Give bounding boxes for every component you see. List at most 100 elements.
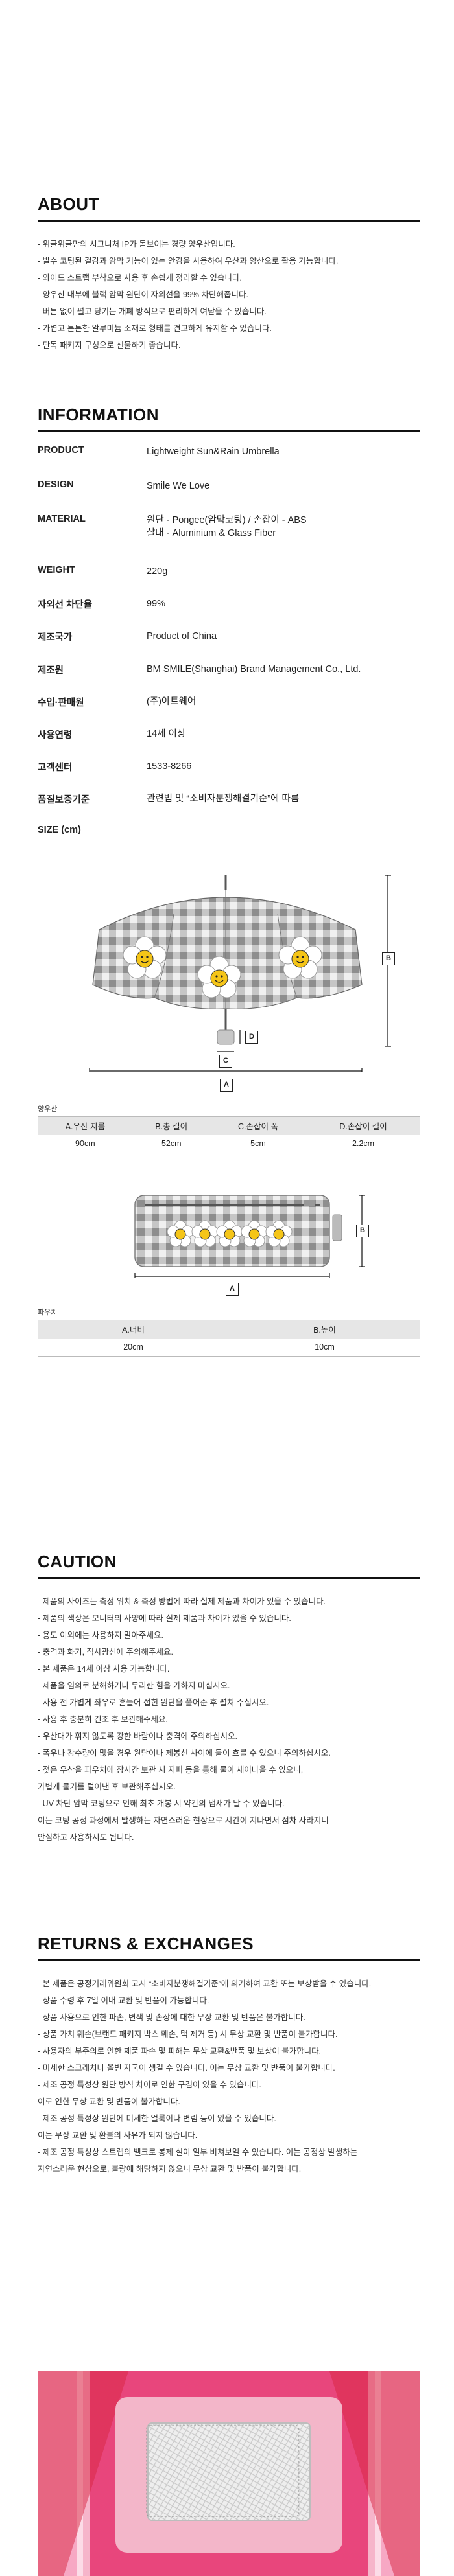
table-cell: 2.2cm	[306, 1134, 420, 1153]
caution-list: - 제품의 사이즈는 측정 위치 & 측정 방법에 따라 실제 제품과 차이가 …	[38, 1593, 420, 1846]
returns-item: 자연스러운 현상으로, 불량에 해당하지 않으니 무상 교환 및 반품이 불가합…	[38, 2165, 302, 2174]
table-cell: 10cm	[229, 1338, 420, 1357]
umbrella-diagram: B D C	[38, 852, 420, 1072]
about-item: - 단독 패키지 구성으로 선물하기 좋습니다.	[38, 341, 181, 350]
info-value: 14세 이상	[147, 729, 186, 739]
caution-section: CAUTION - 제품의 사이즈는 측정 위치 & 측정 방법에 따라 실제 …	[38, 1552, 420, 1846]
info-value-line2: 살대 - Aluminium & Glass Fiber	[147, 528, 276, 538]
caution-item: - 제품의 사이즈는 측정 위치 & 측정 방법에 따라 실제 제품과 차이가 …	[38, 1597, 326, 1606]
about-item: - 위글위글만의 시그니처 IP가 돋보이는 경량 양우산입니다.	[38, 240, 235, 249]
returns-section: RETURNS & EXCHANGES - 본 제품은 공정거래위원회 고시 “…	[38, 1934, 420, 2178]
returns-item: - 상품 가치 훼손(브랜드 패키지 박스 훼손, 택 제거 등) 시 무상 교…	[38, 2030, 338, 2039]
about-item: - 양우산 내부에 블랙 암막 원단이 자외선을 99% 차단해줍니다.	[38, 290, 248, 299]
pouch-dim-b-label: B	[356, 1225, 369, 1237]
info-value: Lightweight Sun&Rain Umbrella	[147, 446, 280, 457]
table-header: A.우산 지름	[38, 1116, 133, 1135]
dim-d-label: D	[245, 1031, 258, 1044]
about-item: - 버튼 없이 펼고 당기는 개폐 방식으로 편리하게 여닫을 수 있습니다.	[38, 307, 267, 316]
caution-item: - 폭우나 강수량이 많을 경우 원단이나 제봉선 사이에 물이 흐를 수 있으…	[38, 1749, 331, 1758]
info-value-group: 원단 - Pongee(암막코팅) / 손잡이 - ABS 살대 - Alumi…	[147, 514, 419, 540]
umbrella-image	[89, 875, 391, 1072]
returns-item: - 상품 사용으로 인한 파손, 변색 및 손상에 대한 무상 교환 및 반품은…	[38, 2013, 305, 2022]
caution-divider	[38, 1577, 420, 1579]
info-value: 관련법 및 “소비자분쟁해결기준”에 따름	[147, 794, 300, 804]
info-key: MATERIAL	[38, 514, 86, 524]
returns-item: - 상품 수령 후 7일 이내 교환 및 반품이 가능합니다.	[38, 1996, 209, 2005]
info-key: 제조국가	[38, 632, 73, 643]
table-header: B.높이	[229, 1320, 420, 1339]
returns-item: 이는 무상 교환 및 환불의 사유가 되지 않습니다.	[38, 2131, 198, 2140]
returns-item: - 제조 공정 특성상 원단에 미세한 얼룩이나 변림 등이 있을 수 있습니다…	[38, 2114, 276, 2123]
umbrella-caption: 양우산	[38, 1105, 58, 1113]
info-key: SIZE (cm)	[38, 825, 81, 835]
info-value: 1533-8266	[147, 761, 192, 772]
velcro-closeup-photo	[38, 2371, 420, 2576]
returns-title: RETURNS & EXCHANGES	[38, 1934, 254, 1953]
caution-item: - 우산대가 휘지 않도록 강한 바람이나 충격에 주의하십시오.	[38, 1732, 237, 1741]
information-title: INFORMATION	[38, 405, 159, 424]
info-key: 수입·판매원	[38, 698, 84, 708]
returns-divider	[38, 1959, 420, 1961]
caution-item: - 사용 후 충분히 건조 후 보관해주세요.	[38, 1715, 168, 1724]
returns-item: - 제조 공정 특성상 원단 방식 차이로 인한 구김이 있을 수 있습니다.	[38, 2080, 261, 2089]
about-section: ABOUT - 위글위글만의 시그니처 IP가 돋보이는 경량 양우산입니다. …	[38, 194, 420, 354]
dim-b-label: B	[382, 952, 395, 965]
caution-item: 이는 코팅 공정 과정에서 발생하는 자연스러운 현상으로 시간이 지나면서 점…	[38, 1816, 329, 1825]
information-section: INFORMATION PRODUCT Lightweight Sun&Rain…	[38, 405, 420, 1506]
table-header: D.손잡이 길이	[306, 1116, 420, 1135]
pouch-dim-a-label: A	[226, 1283, 239, 1296]
info-value: (주)아트웨어	[147, 696, 197, 707]
returns-item: - 본 제품은 공정거래위원회 고시 “소비자분쟁해결기준”에 의거하여 교환 …	[38, 1979, 372, 1988]
info-key: WEIGHT	[38, 565, 75, 575]
info-value: 원단 - Pongee(암막코팅) / 손잡이 - ABS	[147, 515, 307, 525]
caution-item: - 젖은 우산을 파우치에 장시간 보관 시 지퍼 등을 통해 물이 새어나올 …	[38, 1765, 304, 1775]
caution-item: 안심하고 사용하셔도 됩니다.	[38, 1833, 134, 1842]
about-item: - 와이드 스트랩 부착으로 사용 후 손쉽게 정리할 수 있습니다.	[38, 273, 242, 282]
info-key: 고객센터	[38, 763, 73, 773]
caution-title: CAUTION	[38, 1552, 117, 1571]
about-item: - 가볍고 튼튼한 알루미늄 소재로 형태를 견고하게 유지할 수 있습니다.	[38, 324, 272, 333]
information-divider	[38, 430, 420, 432]
caution-item: - 제품의 색상은 모니터의 사양에 따라 실제 제품과 차이가 있을 수 있습…	[38, 1614, 291, 1623]
info-value: Smile We Love	[147, 481, 210, 491]
table-cell: 90cm	[38, 1134, 133, 1153]
table-cell: 5cm	[209, 1134, 307, 1153]
caution-item: 가볍게 물기를 털어낸 후 보관해주십시오.	[38, 1782, 176, 1791]
info-value: Product of China	[147, 631, 217, 641]
pouch-image	[134, 1195, 365, 1278]
info-value: 220g	[147, 566, 168, 577]
umbrella-size-table: A.우산 지름 B.총 길이 C.손잡이 폭 D.손잡이 길이 90cm 52c…	[38, 1116, 420, 1153]
returns-list: - 본 제품은 공정거래위원회 고시 “소비자분쟁해결기준”에 의거하여 교환 …	[38, 1975, 420, 2178]
table-cell: 52cm	[132, 1134, 210, 1153]
table-header: C.손잡이 폭	[209, 1116, 307, 1135]
about-list: - 위글위글만의 시그니처 IP가 돋보이는 경량 양우산입니다. - 발수 코…	[38, 236, 420, 354]
info-value: 99%	[147, 599, 166, 609]
returns-item: - 미세한 스크래치나 올빈 자국이 생길 수 있습니다. 이는 무상 교환 및…	[38, 2064, 335, 2073]
info-key: 제조원	[38, 665, 64, 676]
about-title: ABOUT	[38, 194, 99, 214]
pouch-size-table: A.너비 B.높이 20cm 10cm	[38, 1320, 420, 1357]
table-header: A.너비	[38, 1320, 229, 1339]
info-value: BM SMILE(Shanghai) Brand Management Co.,…	[147, 664, 361, 674]
about-item: - 발수 코팅된 겉감과 암막 기능이 있는 안감을 사용하여 우산과 양산으로…	[38, 257, 339, 266]
dim-c-label: C	[219, 1055, 232, 1068]
pouch-caption: 파우치	[38, 1309, 58, 1317]
caution-item: - 용도 이외에는 사용하지 말아주세요.	[38, 1631, 164, 1640]
about-divider	[38, 220, 420, 222]
pouch-diagram: B	[38, 1186, 420, 1283]
table-cell: 20cm	[38, 1338, 229, 1357]
returns-item: - 제조 공정 특성상 스트랩의 벨크로 봉제 실이 일부 비쳐보일 수 있습니…	[38, 2148, 358, 2157]
returns-item: - 사용자의 부주의로 인한 제품 파손 및 피해는 무상 교환&반품 및 보상…	[38, 2047, 322, 2056]
info-key: 품질보증기준	[38, 795, 90, 805]
dim-a-label: A	[220, 1079, 233, 1092]
caution-item: - 충격과 화기, 직사광선에 주의해주세요.	[38, 1648, 174, 1657]
returns-item: 이로 인한 무상 교환 및 반품이 불가합니다.	[38, 2097, 180, 2106]
table-header: B.총 길이	[132, 1116, 210, 1135]
caution-item: - 본 제품은 14세 이상 사용 가능합니다.	[38, 1664, 170, 1673]
info-key: PRODUCT	[38, 445, 84, 455]
caution-item: - 사용 전 가볍게 좌우로 흔들어 접힌 원단을 풀어준 후 펼쳐 주십시오.	[38, 1698, 269, 1707]
caution-item: - UV 차단 암막 코팅으로 인해 최초 개봉 시 약간의 냄새가 날 수 있…	[38, 1799, 285, 1808]
info-key: 자외선 차단율	[38, 600, 93, 610]
info-key: DESIGN	[38, 479, 74, 490]
